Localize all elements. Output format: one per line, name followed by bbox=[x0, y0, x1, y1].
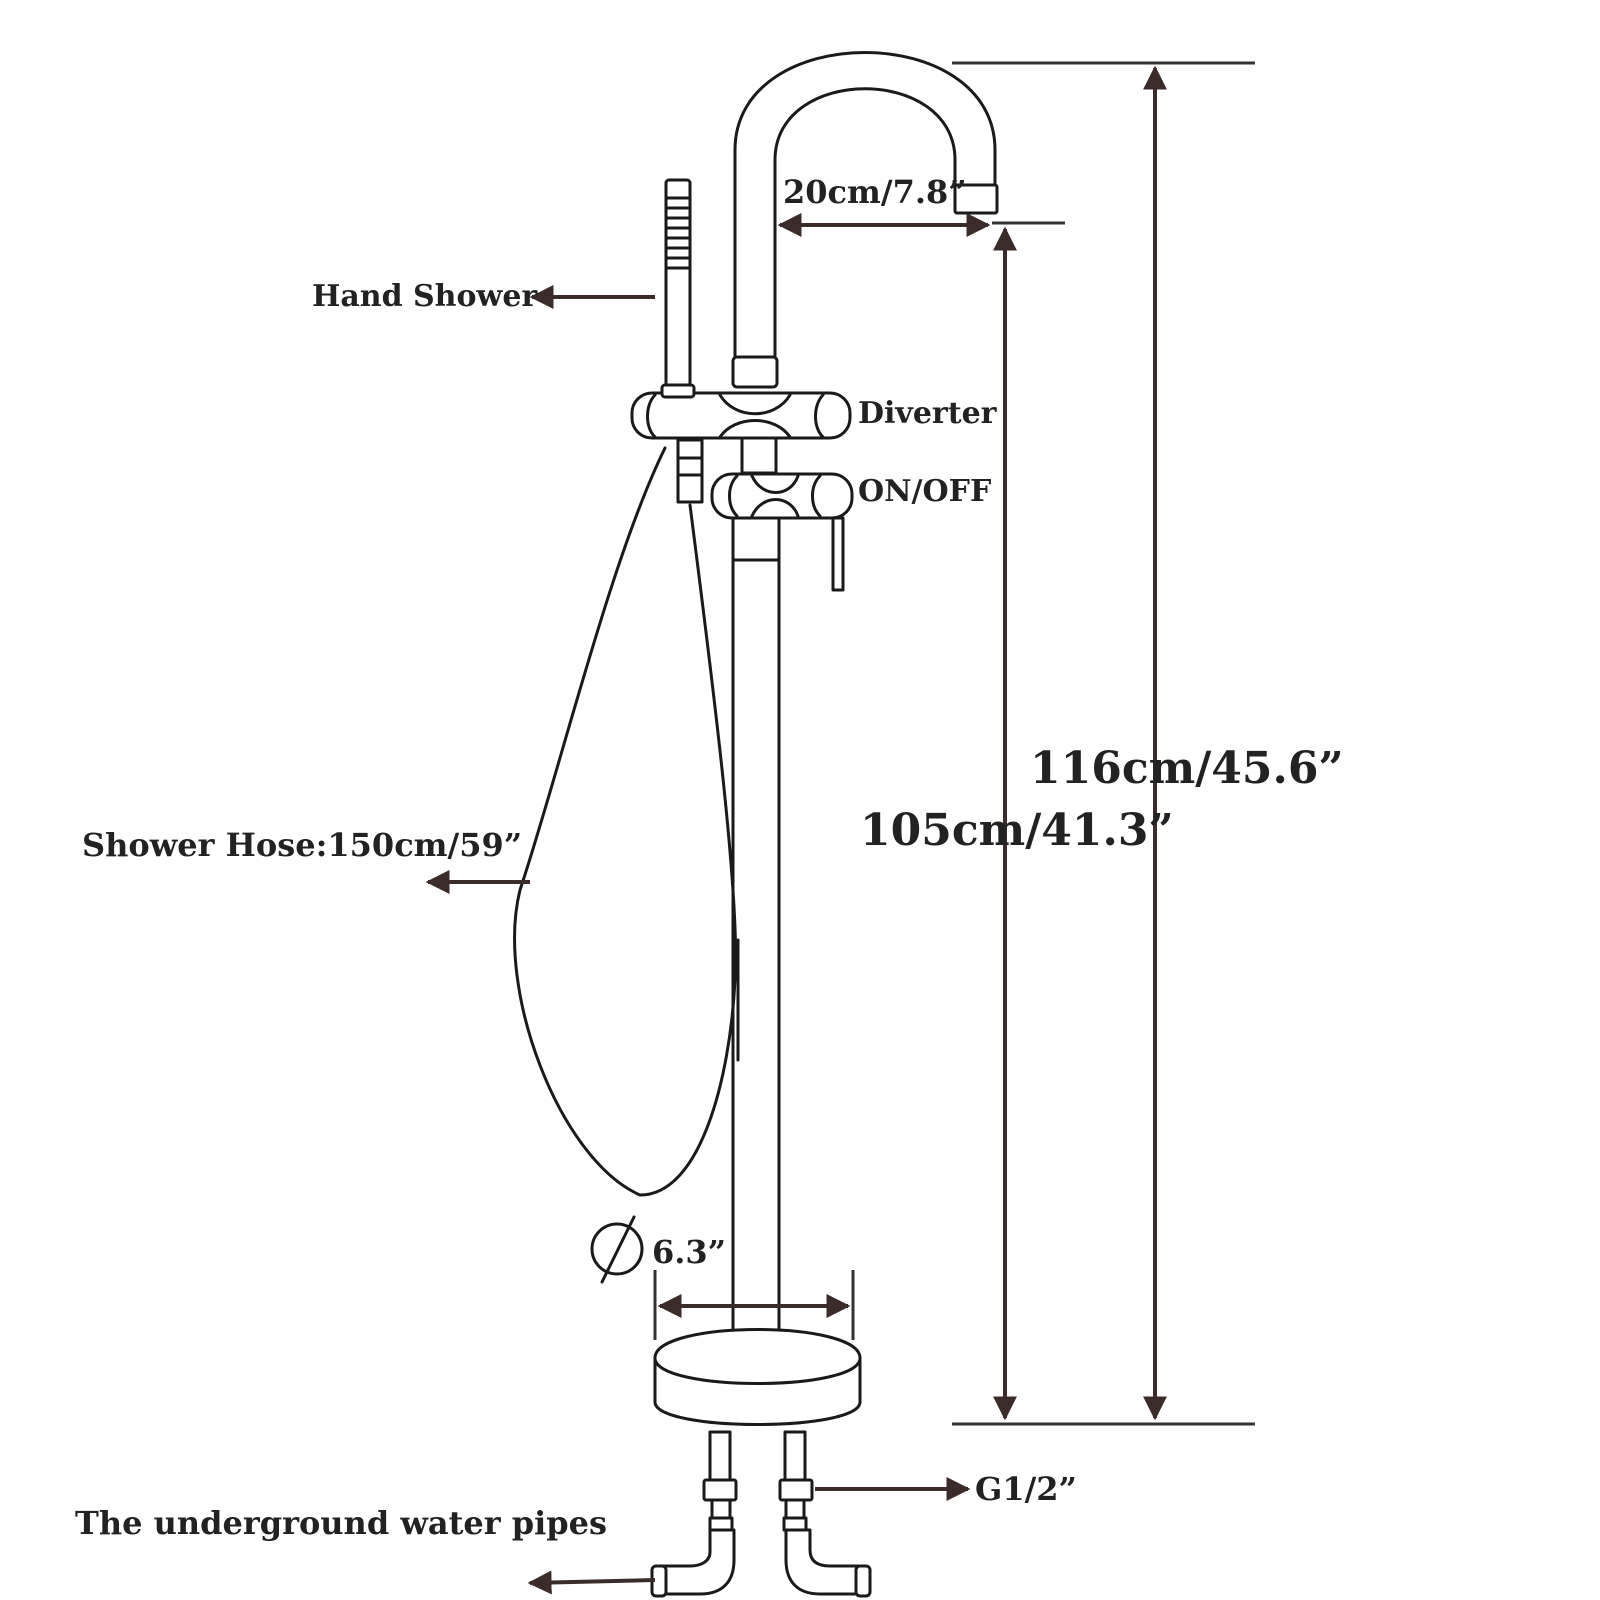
diameter-icon bbox=[590, 1215, 644, 1284]
label-base-diameter: 6.3” bbox=[652, 1233, 726, 1271]
pipe-nut-left bbox=[702, 1478, 738, 1502]
label-on-off: ON/OFF bbox=[858, 474, 991, 509]
base-plate bbox=[653, 1328, 862, 1426]
spout-gooseneck-inner bbox=[773, 87, 957, 367]
underground-pipes bbox=[650, 1430, 872, 1598]
spout-gooseneck bbox=[733, 51, 997, 367]
label-diverter: Diverter bbox=[858, 396, 998, 431]
pipes-arrow bbox=[527, 1570, 656, 1595]
label-spout-height: 105cm/41.3” bbox=[860, 805, 1174, 856]
hand-shower-grip bbox=[664, 196, 692, 270]
shower-hose bbox=[513, 446, 738, 1197]
callout-arrows bbox=[425, 285, 971, 1595]
label-pipes: The underground water pipes bbox=[75, 1504, 607, 1542]
upper-collar bbox=[731, 355, 779, 389]
hand-shower-handle bbox=[664, 178, 692, 392]
hose-connector bbox=[676, 438, 704, 504]
on-off-lever bbox=[831, 516, 845, 592]
label-total-height: 116cm/45.6” bbox=[1030, 743, 1344, 794]
on-off-valve-body bbox=[710, 472, 854, 520]
dimensions bbox=[653, 61, 1255, 1426]
pipe-nut-right bbox=[778, 1478, 814, 1502]
label-spout-reach: 20cm/7.8” bbox=[783, 173, 967, 211]
label-connector: G1/2” bbox=[975, 1470, 1077, 1508]
label-shower-hose: Shower Hose:150cm/59” bbox=[82, 826, 522, 864]
faucet-drawing bbox=[513, 51, 999, 1598]
main-column bbox=[731, 538, 781, 1364]
label-hand-shower: Hand Shower bbox=[312, 279, 538, 314]
